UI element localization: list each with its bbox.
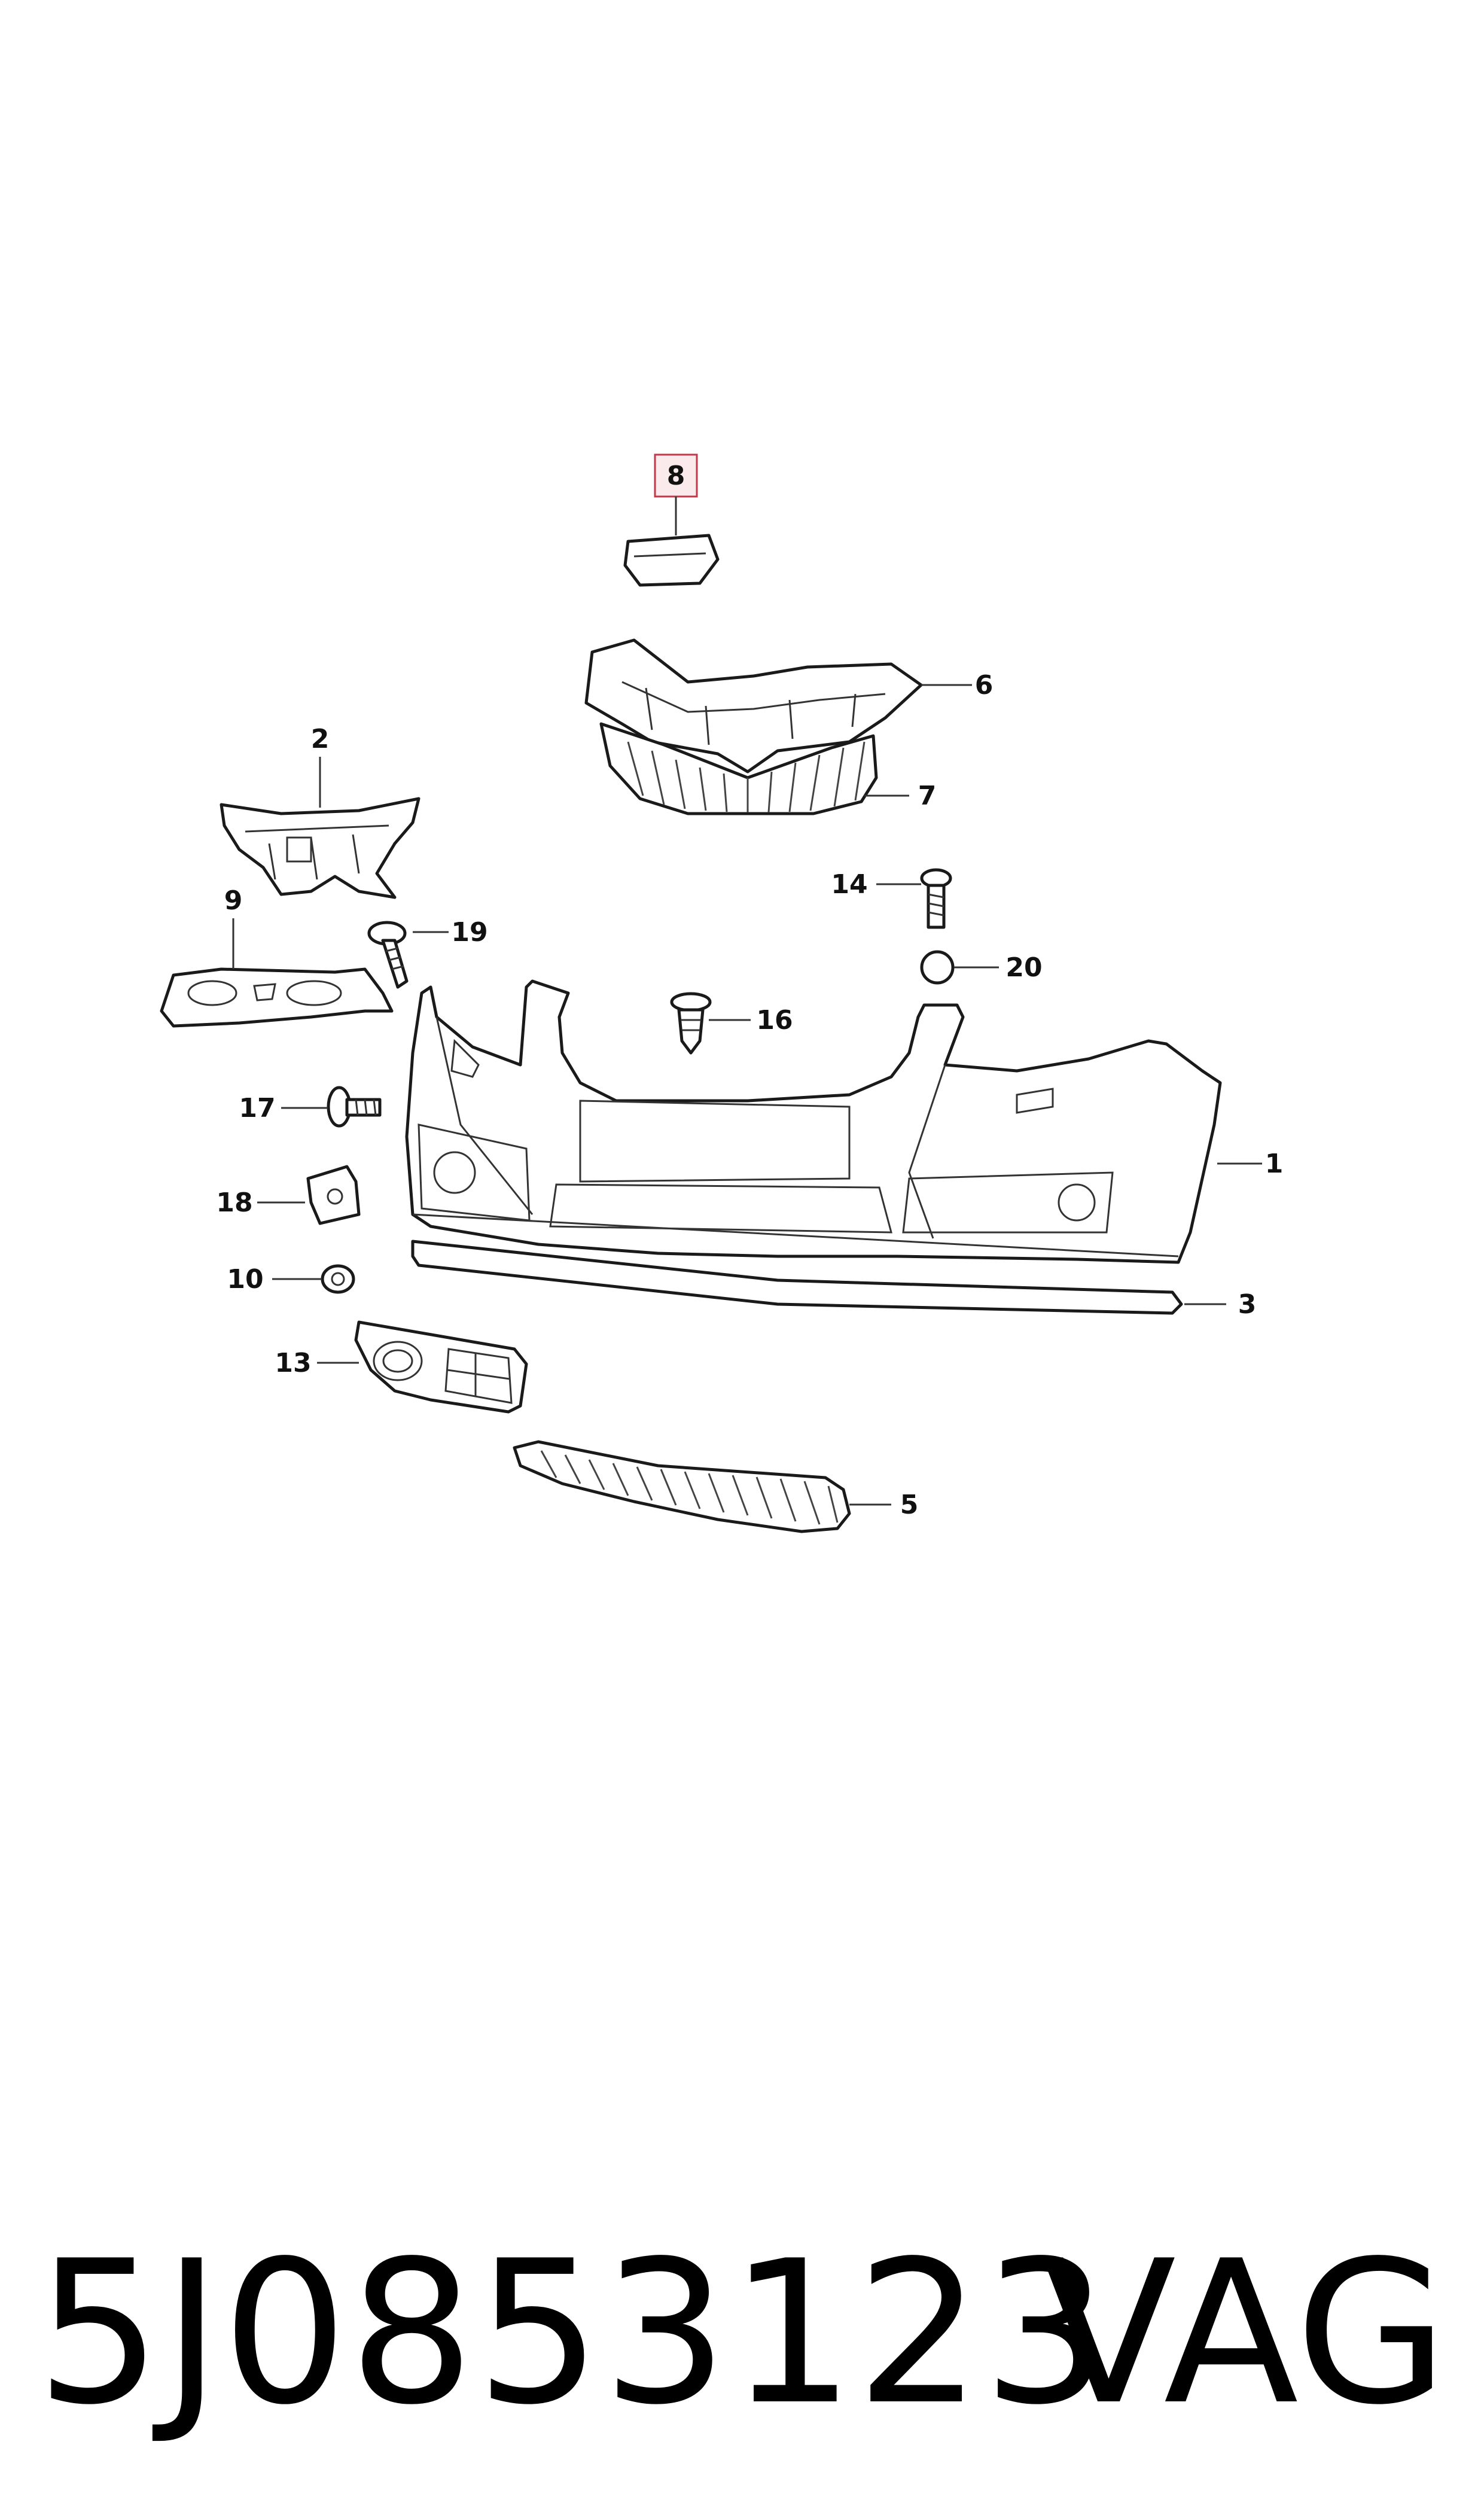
part-13-fog-grille[interactable] bbox=[354, 1320, 528, 1414]
callout-7: 7 bbox=[918, 781, 937, 811]
part-number: 5J0853123 bbox=[36, 2218, 1110, 2448]
part-7-grille[interactable] bbox=[599, 722, 878, 815]
part-2-bracket[interactable] bbox=[220, 797, 420, 899]
callout-9: 9 bbox=[224, 885, 243, 916]
part-18-clip-nut[interactable] bbox=[306, 1165, 361, 1225]
callout-3: 3 bbox=[1238, 1289, 1257, 1320]
callout-14: 14 bbox=[831, 869, 867, 900]
brand-name: VAG bbox=[1041, 2218, 1448, 2448]
callout-5: 5 bbox=[900, 1490, 919, 1520]
part-8-cap[interactable] bbox=[623, 534, 720, 587]
part-19-screw[interactable] bbox=[367, 921, 409, 989]
part-5-lower-grille[interactable] bbox=[513, 1440, 851, 1533]
part-6-grille-frame[interactable] bbox=[584, 638, 923, 774]
part-10-nut[interactable] bbox=[321, 1264, 355, 1294]
callout-13: 13 bbox=[275, 1348, 311, 1378]
callout-17: 17 bbox=[239, 1093, 275, 1123]
part-16-clip[interactable] bbox=[670, 992, 712, 1055]
callout-2: 2 bbox=[311, 724, 330, 754]
part-9-side-trim[interactable] bbox=[160, 967, 394, 1028]
callout-19: 19 bbox=[451, 917, 487, 948]
part-20-plug[interactable] bbox=[920, 950, 955, 985]
part-14-bolt[interactable] bbox=[920, 868, 952, 929]
callout-8: 8 bbox=[667, 461, 685, 491]
callout-18: 18 bbox=[216, 1188, 252, 1218]
callout-10: 10 bbox=[227, 1264, 263, 1295]
part-1-bumper[interactable] bbox=[405, 979, 1222, 1264]
callout-1: 1 bbox=[1265, 1149, 1284, 1179]
part-17-bolt[interactable] bbox=[327, 1086, 382, 1128]
exploded-parts-diagram: 8 6 7 2 bbox=[160, 453, 1284, 1533]
part-3-trim-strip[interactable] bbox=[411, 1240, 1183, 1315]
callout-16: 16 bbox=[756, 1005, 793, 1036]
callout-6: 6 bbox=[975, 670, 994, 701]
callout-20: 20 bbox=[1005, 952, 1042, 983]
